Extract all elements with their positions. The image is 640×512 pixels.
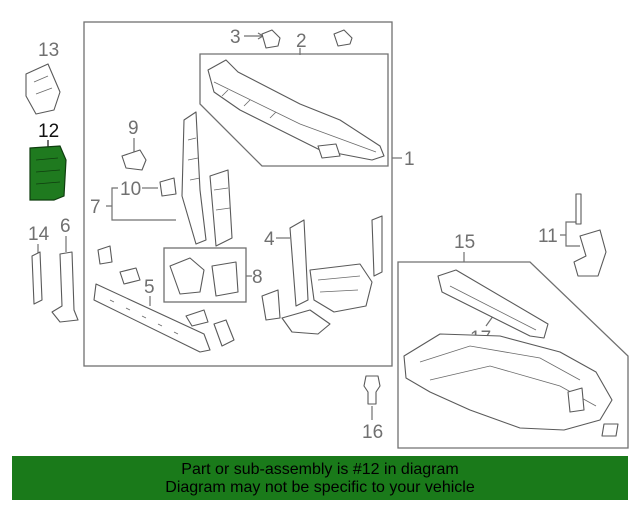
callout-2: 2 bbox=[296, 31, 307, 52]
part-bracket-8a bbox=[169, 257, 205, 295]
banner-line-1: Part or sub-assembly is #12 in diagram bbox=[181, 461, 459, 478]
callout-16: 16 bbox=[362, 422, 383, 443]
part-lower-bracket-right bbox=[281, 309, 331, 335]
part-bracket-10 bbox=[159, 177, 177, 197]
part-clip-d bbox=[213, 319, 235, 347]
part-small-bracket bbox=[261, 289, 281, 321]
callout-14: 14 bbox=[28, 224, 50, 245]
part-clip-3b bbox=[333, 29, 353, 47]
part-side-panel-right bbox=[209, 169, 233, 247]
part-6 bbox=[51, 251, 79, 323]
callout-10: 10 bbox=[120, 179, 141, 200]
part-clip-c bbox=[185, 309, 209, 327]
callout-9: 9 bbox=[128, 118, 139, 139]
part-13 bbox=[25, 63, 61, 115]
callout-1: 1 bbox=[404, 149, 415, 170]
part-bracket-9 bbox=[121, 149, 147, 171]
part-clip-3a bbox=[261, 29, 281, 49]
part-side-panel-left bbox=[181, 111, 207, 245]
assembly-box-15 bbox=[397, 261, 629, 449]
banner-line-2: Diagram may not be specific to your vehi… bbox=[165, 479, 475, 496]
callout-15: 15 bbox=[454, 232, 475, 253]
part-11-bracket bbox=[573, 229, 607, 277]
parts-diagram: 1 2 3 9 10 7 8 5 4 bbox=[25, 21, 629, 449]
part-engine-under-cover bbox=[403, 333, 613, 431]
part-clip-a bbox=[97, 245, 113, 265]
callout-6: 6 bbox=[60, 216, 71, 237]
assembly-box-2 bbox=[199, 53, 389, 167]
part-side-member-4 bbox=[289, 219, 309, 307]
callout-13: 13 bbox=[38, 40, 59, 61]
part-lower-support bbox=[93, 283, 211, 353]
part-14 bbox=[31, 251, 43, 305]
part-bracket-8b bbox=[211, 261, 239, 297]
leader-11 bbox=[560, 221, 580, 247]
info-banner: Part or sub-assembly is #12 in diagram D… bbox=[12, 456, 628, 500]
part-12-highlighted bbox=[29, 145, 67, 201]
callout-3: 3 bbox=[230, 27, 241, 48]
assembly-box-1 bbox=[83, 21, 393, 367]
part-17-crossmember bbox=[437, 269, 549, 339]
callout-8: 8 bbox=[252, 267, 263, 288]
part-16-bolt bbox=[363, 375, 381, 405]
part-headlamp-support bbox=[309, 263, 373, 313]
leader-7 bbox=[106, 187, 176, 221]
part-clip-b bbox=[119, 267, 141, 285]
callout-4: 4 bbox=[264, 229, 275, 250]
callout-5: 5 bbox=[144, 277, 155, 298]
callout-12: 12 bbox=[38, 121, 59, 142]
part-upper-support bbox=[207, 59, 385, 161]
assembly-box-8 bbox=[163, 247, 247, 303]
part-11-rod bbox=[575, 193, 582, 225]
callout-7: 7 bbox=[90, 197, 101, 218]
part-right-bracket bbox=[371, 215, 383, 277]
callout-11: 11 bbox=[538, 226, 558, 247]
